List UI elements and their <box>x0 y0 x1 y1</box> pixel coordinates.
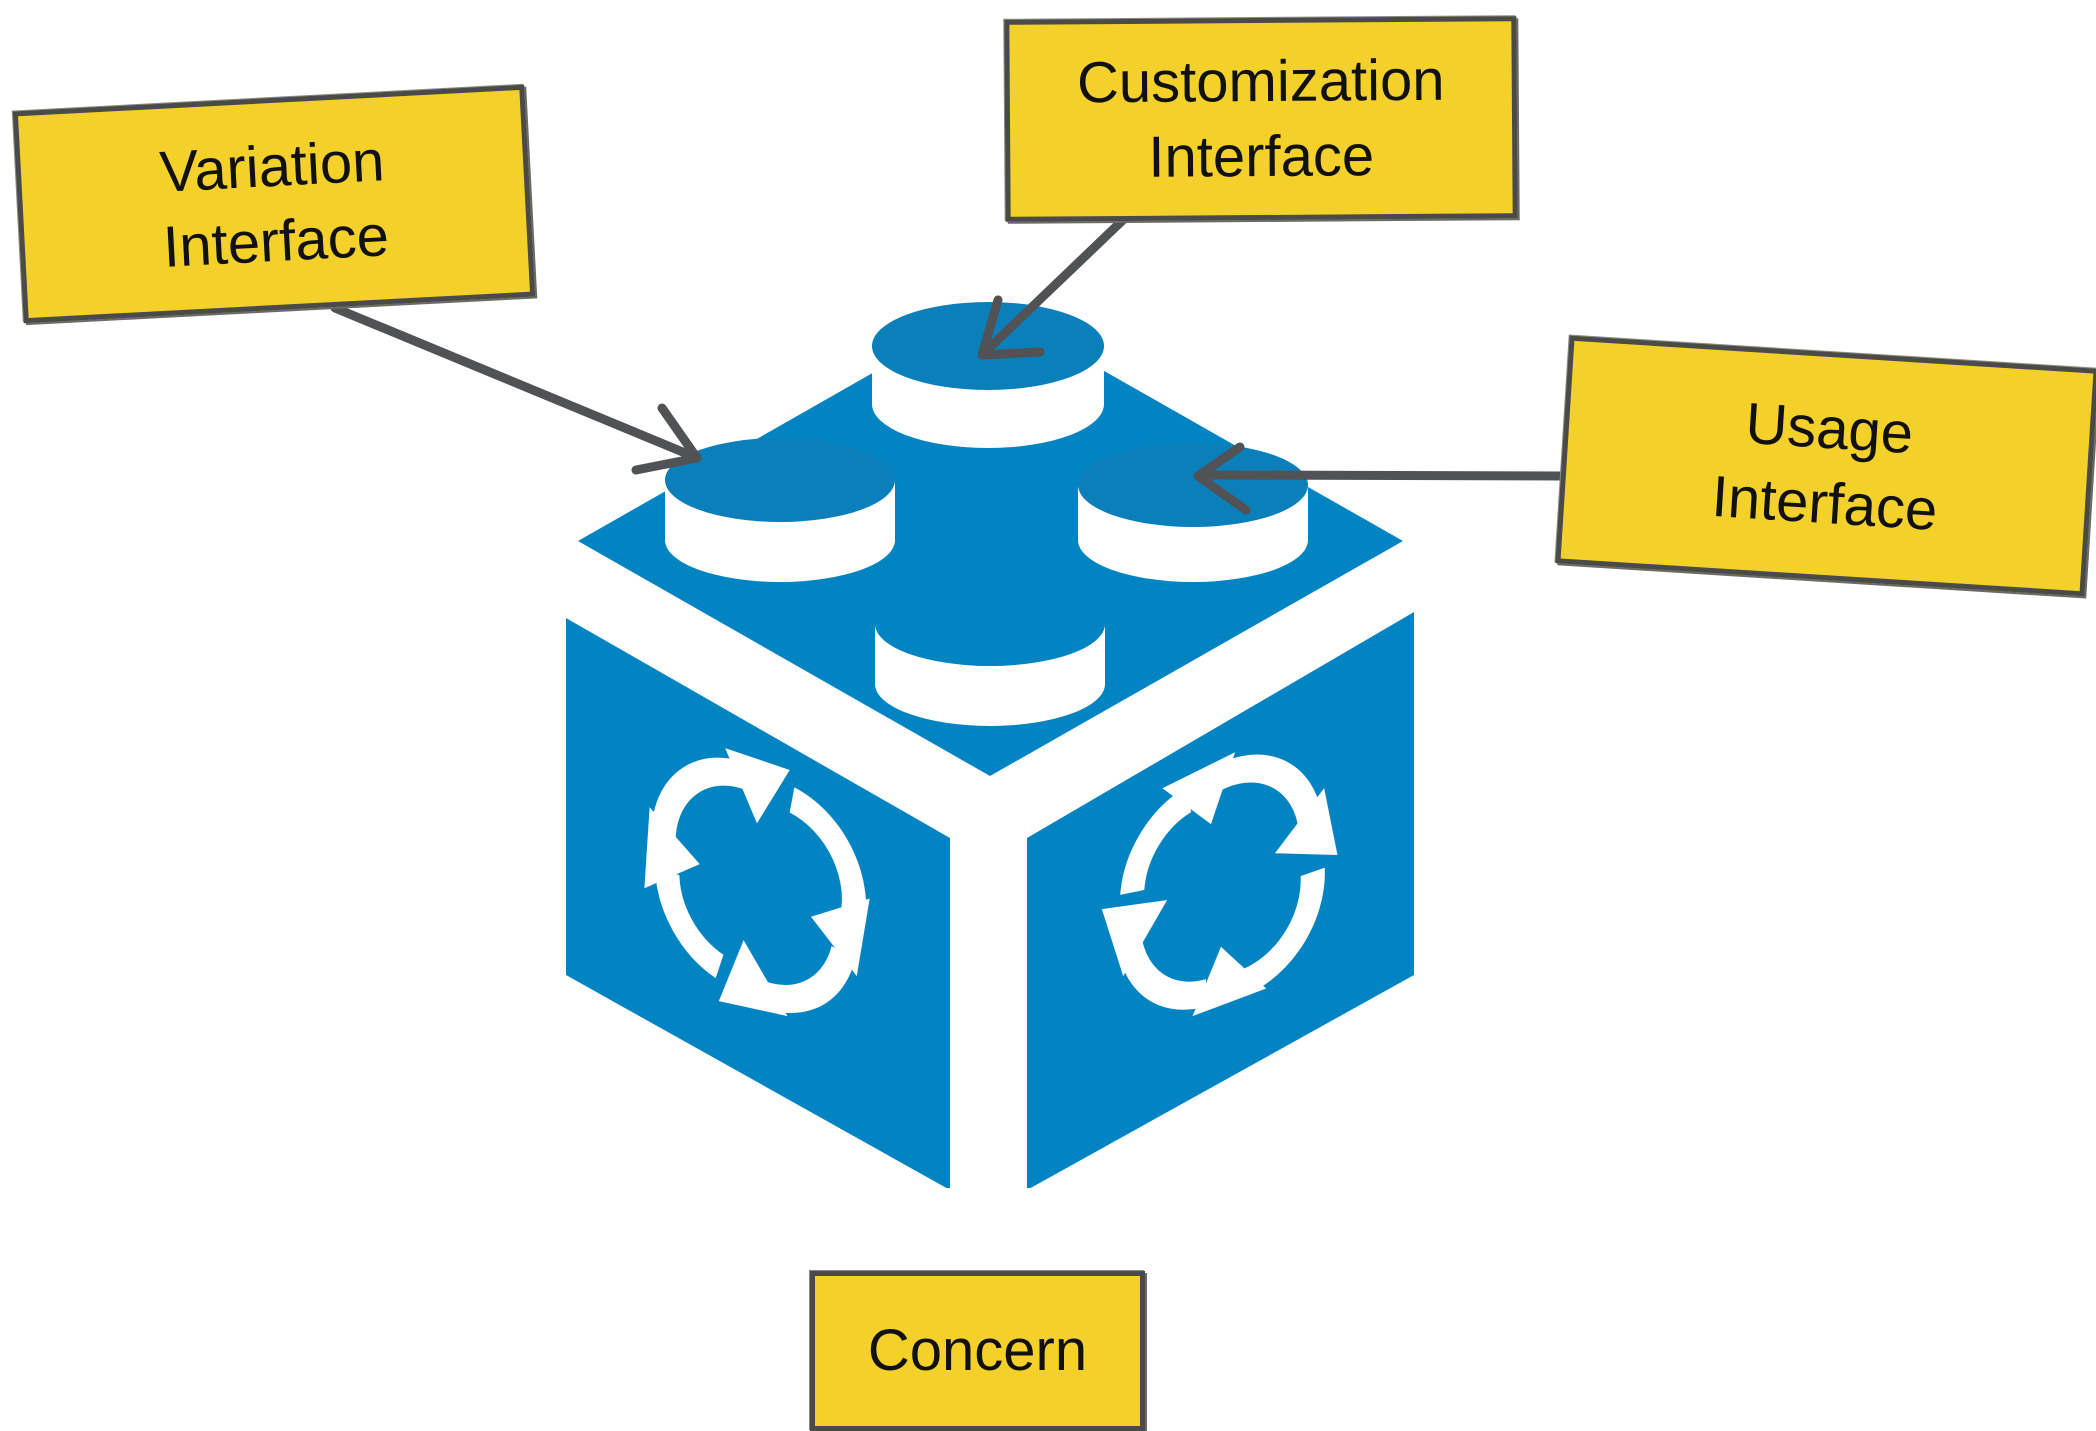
usage-interface-label: Usage Interface <box>1710 384 1945 549</box>
usage-label-line2: Interface <box>1709 463 1940 543</box>
customization-label-line2: Interface <box>1148 123 1375 190</box>
customization-label-line1: Customization <box>1076 47 1445 115</box>
stud-front <box>875 582 1105 726</box>
arrow-variation <box>330 303 702 475</box>
circular-arrows-icon <box>644 748 870 1017</box>
callout-usage-interface: Usage Interface <box>1555 335 2096 597</box>
callout-variation-interface: Variation Interface <box>12 84 536 324</box>
variation-label-line2: Interface <box>161 203 391 280</box>
brick-left-face <box>566 618 950 1188</box>
arrow-customization <box>977 213 1130 360</box>
concern-label-line1: Concern <box>867 1318 1088 1384</box>
brick-right-face <box>1027 612 1414 1188</box>
customization-interface-label: Customization Interface <box>1077 42 1446 195</box>
variation-label-line1: Variation <box>158 127 386 205</box>
callout-customization-interface: Customization Interface <box>1004 16 1518 222</box>
concern-label: Concern <box>868 1313 1087 1388</box>
stud-left <box>665 438 895 582</box>
lego-brick-icon <box>566 302 1414 1188</box>
stud-right <box>1078 443 1308 582</box>
brick-top-face <box>578 306 1403 776</box>
variation-interface-label: Variation Interface <box>157 123 390 285</box>
usage-label-line1: Usage <box>1743 390 1916 466</box>
callout-concern: Concern <box>810 1271 1145 1431</box>
arrow-usage <box>1193 442 1570 515</box>
circular-arrows-icon <box>1101 752 1338 1017</box>
